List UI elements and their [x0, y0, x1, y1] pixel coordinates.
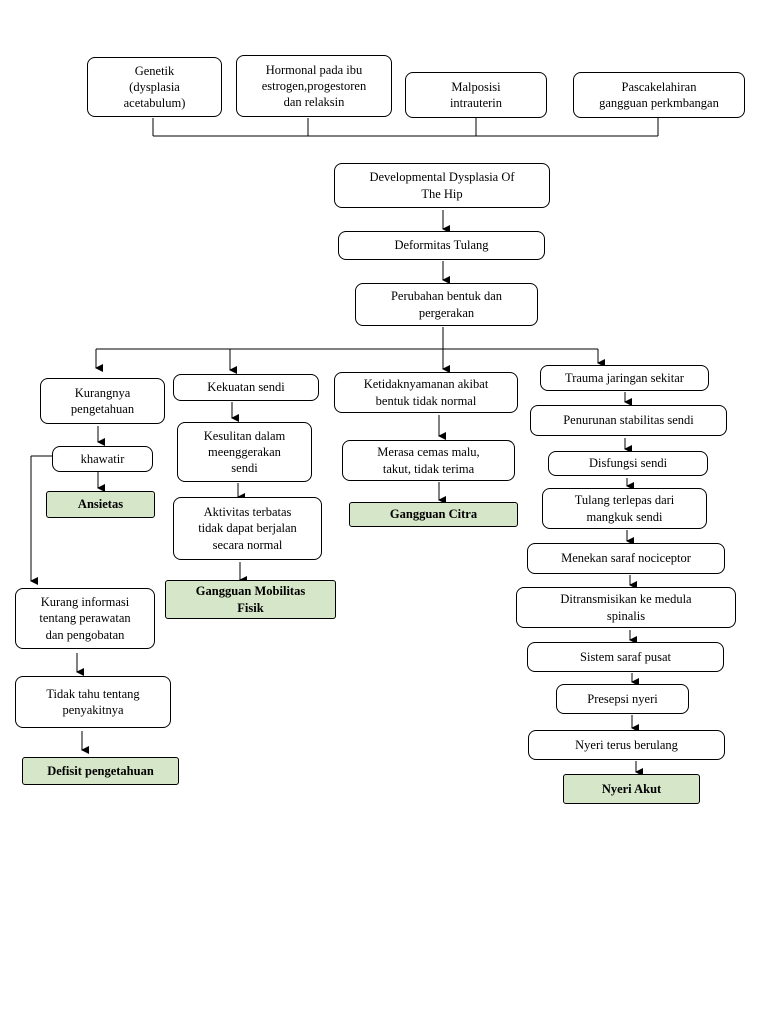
- node-sistem-saraf-pusat: Sistem saraf pusat: [527, 642, 724, 672]
- node-perubahan-bentuk: Perubahan bentuk dan pergerakan: [355, 283, 538, 326]
- diagnosis-nyeri-akut: Nyeri Akut: [563, 774, 700, 804]
- node-kurangnya-pengetahuan: Kurangnya pengetahuan: [40, 378, 165, 424]
- node-kurang-informasi: Kurang informasi tentang perawatan dan p…: [15, 588, 155, 649]
- node-tulang-terlepas: Tulang terlepas dari mangkuk sendi: [542, 488, 707, 529]
- node-kesulitan-menggerakan: Kesulitan dalam meenggerakan sendi: [177, 422, 312, 482]
- node-menekan-saraf: Menekan saraf nociceptor: [527, 543, 725, 574]
- cause-genetik: Genetik (dysplasia acetabulum): [87, 57, 222, 117]
- node-presepsi-nyeri: Presepsi nyeri: [556, 684, 689, 714]
- node-tidak-tahu: Tidak tahu tentang penyakitnya: [15, 676, 171, 728]
- diagnosis-defisit-pengetahuan: Defisit pengetahuan: [22, 757, 179, 785]
- node-ddh: Developmental Dysplasia Of The Hip: [334, 163, 550, 208]
- node-deformitas-tulang: Deformitas Tulang: [338, 231, 545, 260]
- node-aktivitas-terbatas: Aktivitas terbatas tidak dapat berjalan …: [173, 497, 322, 560]
- node-penurunan-stabilitas: Penurunan stabilitas sendi: [530, 405, 727, 436]
- node-ditransmisikan: Ditransmisikan ke medula spinalis: [516, 587, 736, 628]
- node-ketidaknyamanan: Ketidaknyamanan akibat bentuk tidak norm…: [334, 372, 518, 413]
- cause-hormonal: Hormonal pada ibu estrogen,progestoren d…: [236, 55, 392, 117]
- node-trauma-jaringan: Trauma jaringan sekitar: [540, 365, 709, 391]
- node-nyeri-berulang: Nyeri terus berulang: [528, 730, 725, 760]
- diagnosis-ansietas: Ansietas: [46, 491, 155, 518]
- cause-pascakelahiran: Pascakelahiran gangguan perkmbangan: [573, 72, 745, 118]
- cause-malposisi: Malposisi intrauterin: [405, 72, 547, 118]
- node-merasa-cemas: Merasa cemas malu, takut, tidak terima: [342, 440, 515, 481]
- diagnosis-gangguan-citra: Gangguan Citra: [349, 502, 518, 527]
- diagnosis-gangguan-mobilitas-fisik: Gangguan Mobilitas Fisik: [165, 580, 336, 619]
- node-kekuatan-sendi: Kekuatan sendi: [173, 374, 319, 401]
- node-disfungsi-sendi: Disfungsi sendi: [548, 451, 708, 476]
- node-khawatir: khawatir: [52, 446, 153, 472]
